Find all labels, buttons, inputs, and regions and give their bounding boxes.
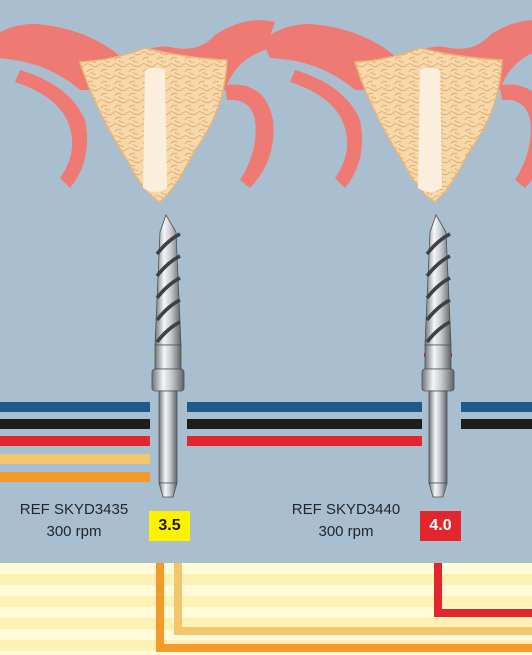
color-band: [0, 436, 150, 446]
color-band: [187, 419, 422, 429]
drill-ref-text-2: REF SKYD3440 300 rpm: [272, 499, 420, 543]
drill-speed: 300 rpm: [272, 521, 420, 543]
color-band: [0, 472, 150, 482]
color-band: [0, 454, 150, 464]
drill-ref-code: REF SKYD3440: [272, 499, 420, 521]
color-band: [187, 402, 422, 412]
stripe: [0, 585, 532, 596]
drill-ref-code: REF SKYD3435: [0, 499, 148, 521]
stripe: [0, 574, 532, 585]
jaw-cross-section-icon-2: [262, 20, 532, 202]
twist-drill-icon-2: [422, 215, 454, 497]
color-band: [187, 436, 422, 446]
color-band: [0, 402, 150, 412]
stripe: [0, 563, 532, 574]
drill-speed: 300 rpm: [0, 521, 148, 543]
drill-diameter-badge-2: 4.0: [420, 511, 461, 541]
color-band: [461, 402, 532, 412]
color-band: [461, 419, 532, 429]
twist-drill-icon-1: [152, 215, 184, 497]
drill-ref-text-1: REF SKYD3435 300 rpm: [0, 499, 148, 543]
jaw-cross-section-icon-1: [0, 20, 275, 202]
stripe: [0, 596, 532, 607]
drill-diameter-badge-1: 3.5: [149, 511, 190, 541]
color-band: [0, 419, 150, 429]
